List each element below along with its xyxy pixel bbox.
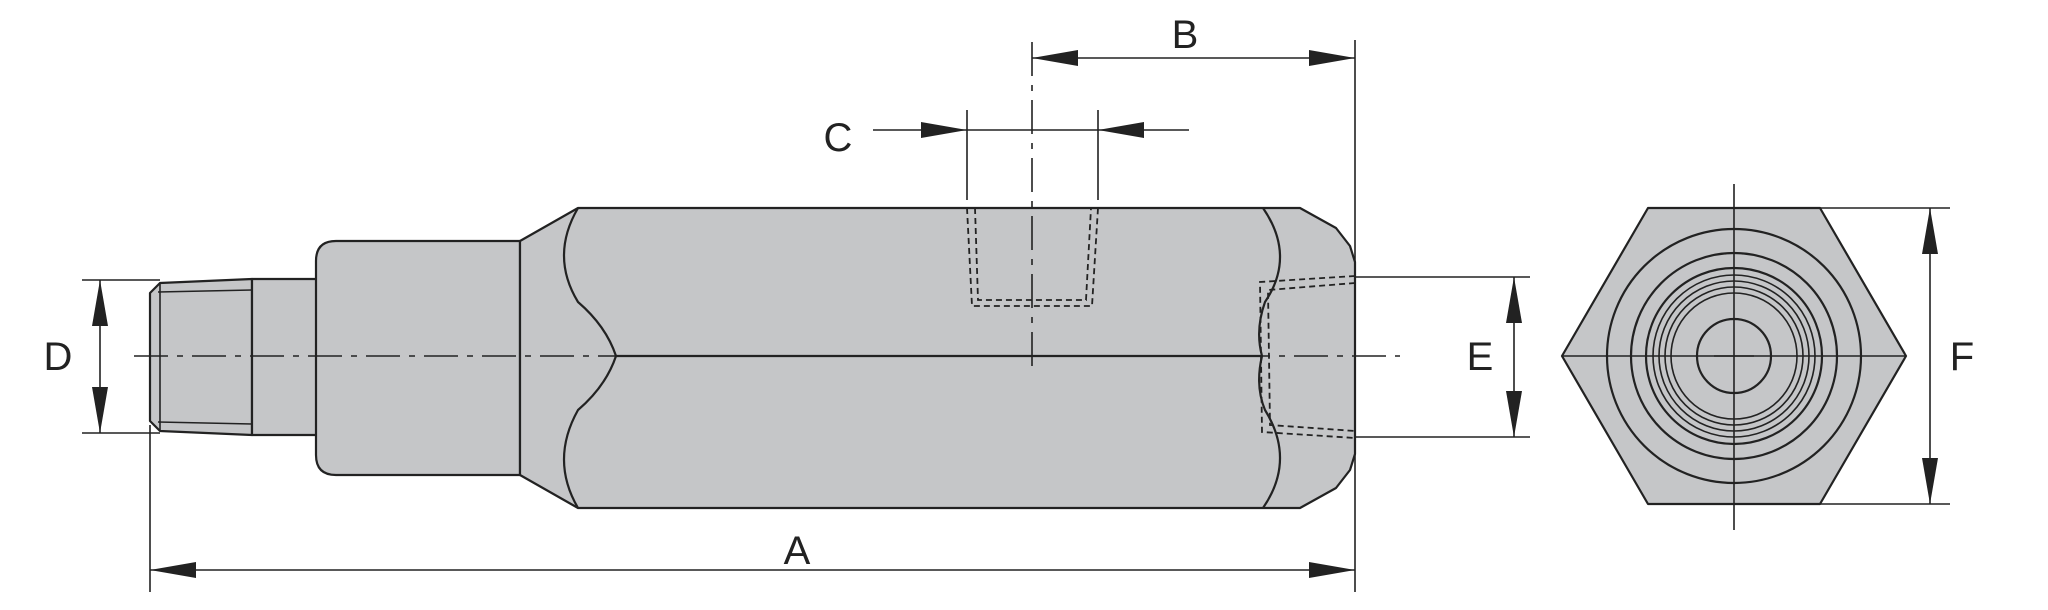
end-view bbox=[1560, 184, 1908, 530]
dimension-c-label: C bbox=[824, 116, 853, 160]
dimension-f-label: F bbox=[1950, 335, 1974, 379]
side-view bbox=[134, 42, 1400, 510]
dimension-a-label: A bbox=[784, 529, 811, 573]
dimension-a: A bbox=[149, 40, 1356, 592]
hex-body bbox=[518, 206, 1357, 510]
dimension-b-label: B bbox=[1172, 13, 1199, 57]
dimension-c: C bbox=[824, 110, 1189, 200]
dimension-d: D bbox=[44, 279, 160, 434]
end-bore-hidden bbox=[1259, 275, 1356, 439]
dimension-e: E bbox=[1355, 276, 1530, 438]
shank bbox=[250, 277, 320, 437]
dimension-b: B bbox=[1032, 13, 1355, 66]
dimension-e-label: E bbox=[1467, 335, 1494, 379]
dimension-f: F bbox=[1820, 207, 1974, 505]
threaded-tip bbox=[148, 277, 254, 437]
collar bbox=[314, 239, 522, 477]
dimension-d-label: D bbox=[44, 335, 73, 379]
